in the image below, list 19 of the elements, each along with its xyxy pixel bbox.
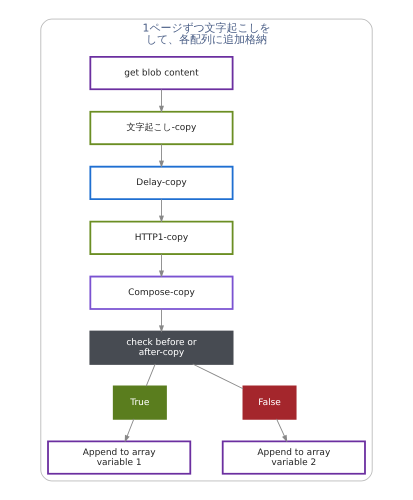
arrow [158, 308, 164, 333]
node-box: False [242, 386, 297, 420]
arrow [158, 254, 164, 278]
node-box: get blob content [89, 56, 234, 90]
arrow [158, 144, 164, 168]
node-box: Append to array variable 2 [222, 440, 366, 475]
arrow [276, 418, 288, 442]
arrow [158, 198, 164, 223]
connector [192, 364, 244, 390]
node-box: check before or after-copy [89, 330, 234, 365]
arrow [158, 88, 164, 113]
node-box: True [112, 386, 167, 420]
node-box: Append to array variable 1 [47, 440, 192, 475]
arrow [124, 418, 134, 442]
node-box: Compose-copy [89, 276, 234, 310]
node-box: Delay-copy [89, 166, 234, 200]
node-box: 文字起こし-copy [89, 110, 234, 146]
connector [146, 364, 156, 387]
node-box: HTTP1-copy [89, 220, 234, 255]
